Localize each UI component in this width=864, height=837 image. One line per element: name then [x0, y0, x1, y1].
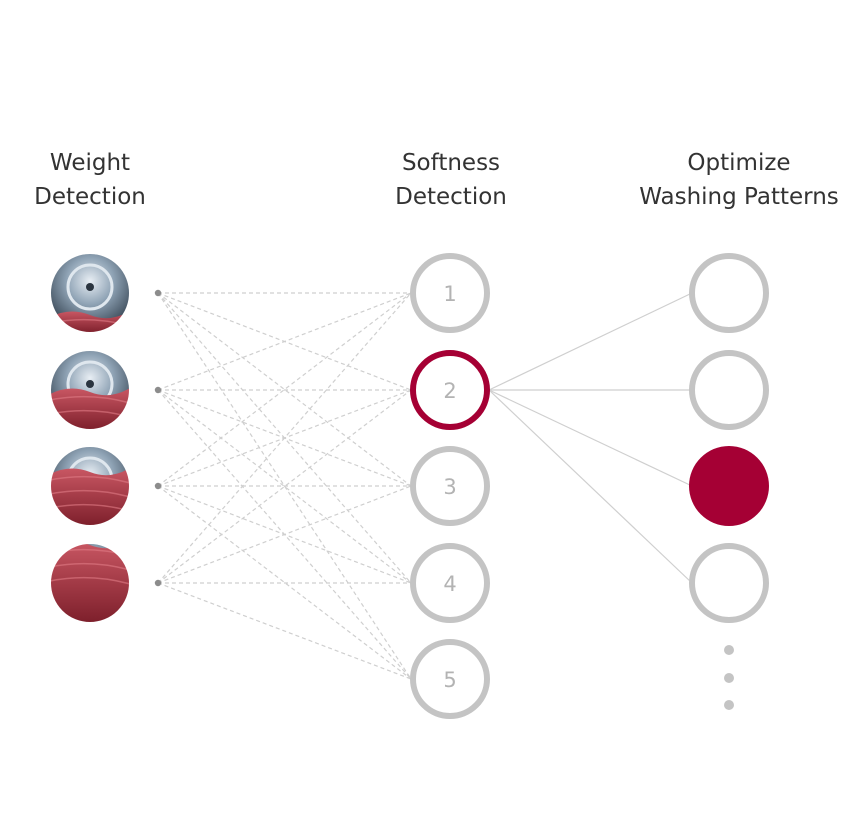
fabric-fold: [50, 562, 130, 571]
drum-border: [49, 542, 131, 624]
weight-connector-dot: [154, 579, 162, 587]
drum-border: [49, 349, 131, 431]
fabric-fold: [50, 395, 130, 404]
solid-link-p4: [488, 389, 693, 584]
weight-title-line1: Weight: [49, 150, 131, 176]
pattern-nodes: [689, 253, 769, 623]
drum-hub: [86, 283, 94, 291]
softness-node-ring: [410, 446, 490, 526]
softness-node-label: 2: [443, 379, 456, 403]
pattern-node-selected: [689, 446, 769, 526]
softness-node-4: 4: [410, 543, 490, 623]
optimize-title-line1: Optimize: [687, 150, 791, 176]
ellipsis-dot: [724, 645, 734, 655]
drum-border: [49, 445, 131, 527]
ellipsis-dot: [724, 673, 734, 683]
drum-contents: [50, 253, 130, 333]
drum-load-2-icon: [49, 349, 131, 431]
pattern-node: [689, 543, 769, 623]
weight-title-line2: Detection: [34, 184, 146, 210]
softness-node-label: 4: [443, 572, 456, 596]
softness-node-label: 1: [443, 282, 456, 306]
solid-link-p1: [488, 292, 693, 391]
pattern-node: [689, 253, 769, 333]
softness-nodes: 1 2 3 4 5: [410, 253, 490, 719]
softness-node-label: 5: [443, 668, 456, 692]
softness-title-line1: Softness: [401, 150, 501, 176]
weight-connector-dot: [154, 386, 162, 394]
drum-hub: [86, 380, 94, 388]
weight-softness-connections: [157, 292, 412, 680]
weight-connector-dot: [154, 289, 162, 297]
dashed-link-w2-s1: [157, 292, 412, 391]
drum-contents: [50, 350, 130, 430]
softness-node-ring: [410, 543, 490, 623]
drum-ring: [66, 263, 114, 311]
pattern-node: [689, 350, 769, 430]
dashed-link-w4-s1: [157, 292, 412, 584]
softness-pattern-connections: [488, 292, 693, 584]
ellipsis-dot: [724, 700, 734, 710]
dashed-link-w4-s5: [157, 582, 412, 680]
fabric-fold: [50, 475, 130, 484]
softness-node-ring: [410, 639, 490, 719]
weight-levels: [49, 252, 162, 624]
solid-link-p3: [488, 389, 693, 487]
fabric-fold: [50, 489, 130, 498]
softness-node-ring: [410, 350, 490, 430]
drum-load-3-icon: [49, 445, 131, 527]
softness-title-line2: Detection: [395, 184, 507, 210]
dashed-link-w4-s3: [157, 485, 412, 584]
softness-node-label: 3: [443, 475, 456, 499]
drum-load-4-icon: [49, 542, 131, 624]
drum-load-1-icon: [49, 252, 131, 334]
softness-node-2: 2: [410, 350, 490, 430]
weight-connector-dot: [154, 482, 162, 490]
optimize-title-line2: Washing Patterns: [639, 184, 839, 210]
fabric-load: [50, 468, 130, 526]
softness-node-ring: [410, 253, 490, 333]
fabric-load: [50, 388, 130, 430]
softness-node-5: 5: [410, 639, 490, 719]
fabric-load: [50, 543, 130, 623]
drum-border: [49, 252, 131, 334]
softness-detection-title: Softness Detection: [376, 146, 526, 214]
optimize-patterns-title: Optimize Washing Patterns: [626, 146, 852, 214]
softness-node-1: 1: [410, 253, 490, 333]
more-patterns-ellipsis: [724, 645, 734, 710]
softness-node-3: 3: [410, 446, 490, 526]
weight-detection-title: Weight Detection: [20, 146, 160, 214]
fabric-fold: [50, 576, 130, 585]
